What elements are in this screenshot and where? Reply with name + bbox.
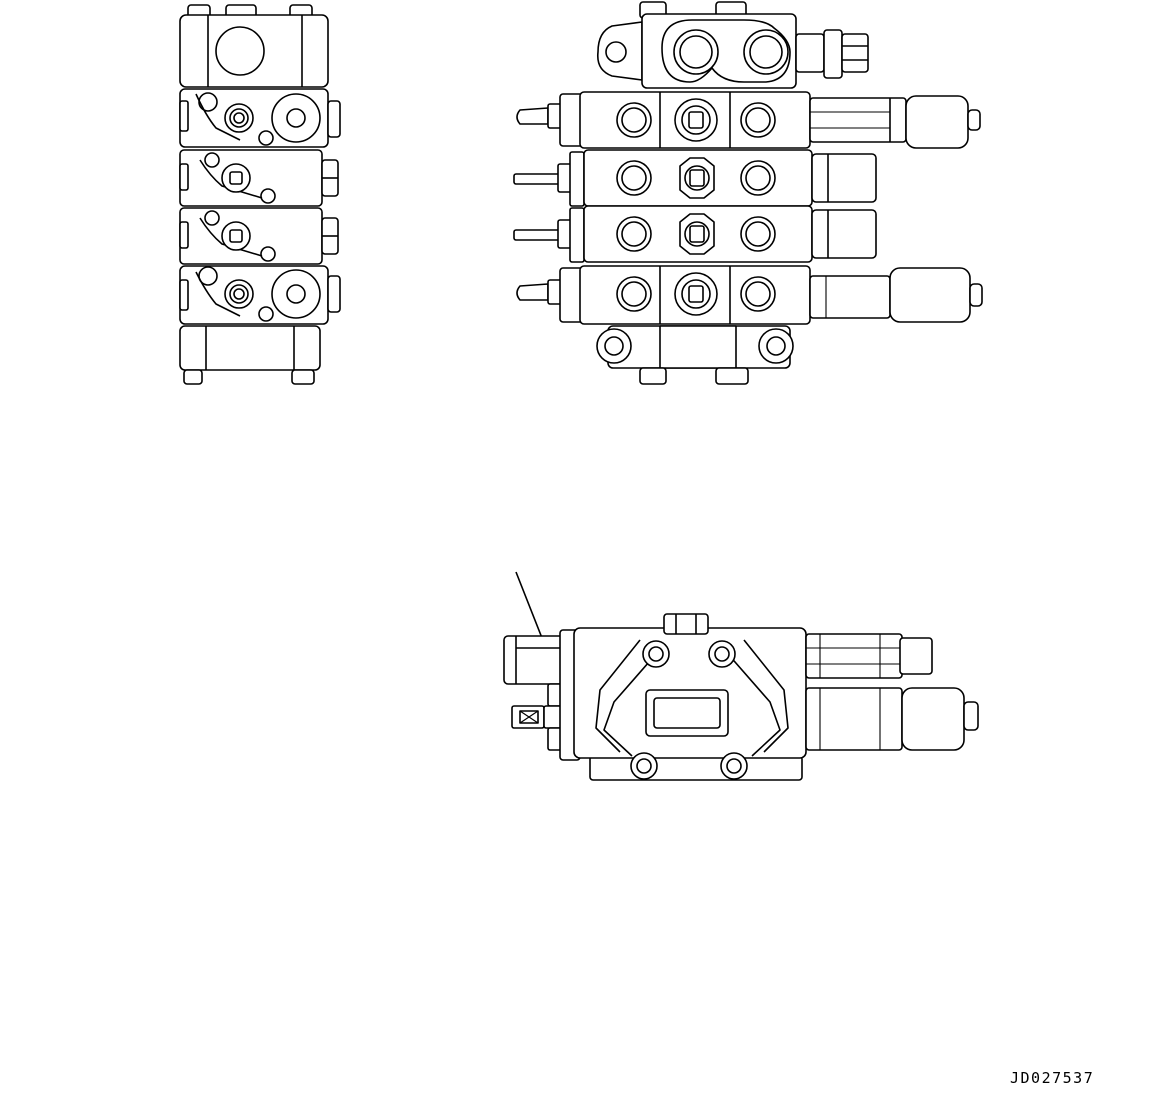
- side-view-bottom-cap: [180, 326, 320, 384]
- callout-leader-line: [516, 572, 542, 638]
- top-view: [514, 2, 982, 384]
- side-view-section-3: [180, 208, 338, 264]
- top-view-end-cover: [597, 326, 793, 384]
- end-view-base: [590, 756, 802, 780]
- side-view-section-4: [180, 266, 340, 324]
- side-view-section-1: [180, 89, 340, 147]
- end-view-name-plate: [654, 698, 720, 728]
- side-view-top-cap: [180, 5, 328, 87]
- top-view-section-4: [517, 266, 982, 324]
- side-view: [180, 5, 340, 384]
- end-view: [504, 572, 978, 780]
- top-view-section-1: [517, 92, 980, 148]
- top-view-section-3: [514, 206, 876, 262]
- top-view-inlet-cover: [598, 2, 868, 88]
- side-view-inlet-port: [216, 27, 264, 75]
- top-view-section-2: [514, 150, 876, 206]
- side-view-section-2: [180, 150, 338, 206]
- figure-reference-code: JD027537: [1010, 1069, 1095, 1087]
